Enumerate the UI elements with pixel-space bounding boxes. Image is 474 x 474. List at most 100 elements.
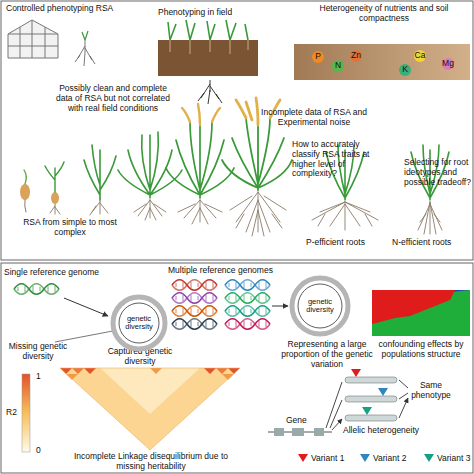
allelic-heterogeneity	[378, 388, 388, 396]
allelic-heterogeneity	[292, 428, 304, 436]
allelic-heterogeneity	[360, 454, 370, 462]
dna-multiple	[225, 306, 270, 317]
growth-series	[24, 170, 26, 184]
soil-strip	[350, 50, 362, 62]
growth-series	[222, 118, 292, 190]
node-text: genetic diversity	[299, 298, 341, 315]
ld-heatmap	[60, 368, 240, 450]
ld-heatmap	[100, 368, 200, 414]
ld-heatmap	[60, 368, 240, 450]
inner-ring	[119, 303, 159, 343]
text-label: How to accurately classify RSA traits at…	[292, 140, 376, 179]
text-label: Selecting for root ideotypes and possibl…	[404, 158, 472, 187]
node-text-wrap: genetic diversity	[289, 275, 351, 337]
text-label: Variant 1	[311, 454, 344, 464]
dna-multiple	[225, 280, 270, 291]
dna-multiple	[225, 319, 270, 330]
text-label: Ca	[414, 51, 426, 61]
ld-heatmap	[22, 368, 240, 452]
allelic-heterogeneity	[268, 369, 434, 462]
text-label: Controlled phenotyping RSA	[6, 4, 156, 14]
node-text: genetic diversity	[120, 315, 158, 332]
dna-single	[14, 284, 59, 295]
inner-ring	[298, 284, 342, 328]
text-label: P	[312, 52, 324, 62]
soil-strip	[294, 44, 470, 80]
population-structure	[372, 290, 470, 336]
greenhouse	[8, 20, 58, 58]
dna-multiple	[225, 293, 270, 304]
text-label: Single reference genome	[4, 268, 124, 278]
soil-strip	[312, 51, 324, 63]
growth-series	[45, 162, 64, 192]
population-structure	[372, 290, 455, 324]
field-soil	[158, 40, 258, 76]
root-ideotypes	[312, 202, 378, 230]
panel-frame	[1, 263, 473, 473]
allelic-heterogeneity	[274, 428, 284, 436]
text-label: Variant 3	[437, 454, 470, 464]
text-label: Heterogeneity of nutrients and soil comp…	[300, 4, 468, 24]
dna-single	[14, 284, 108, 316]
growth-series	[20, 98, 292, 236]
text-label: confounding effects by populations struc…	[370, 340, 472, 360]
dna-multiple	[272, 306, 288, 307]
text-label: Missing genetic diversity	[2, 342, 74, 362]
allelic-heterogeneity	[314, 428, 324, 436]
text-label: RSA from simple to most complex	[10, 218, 130, 238]
growth-series	[134, 200, 166, 220]
field-soil	[168, 20, 248, 40]
growth-series	[166, 122, 234, 198]
root-sample	[82, 31, 88, 40]
allelic-heterogeneity	[351, 369, 361, 377]
dna-multiple	[172, 306, 217, 317]
dna-multiple	[172, 280, 288, 330]
text-label: Same phenotype	[404, 381, 458, 401]
allelic-heterogeneity	[399, 380, 408, 418]
text-label: Multiple reference genomes	[168, 266, 308, 276]
growth-series	[182, 104, 220, 125]
root-sample	[75, 31, 95, 66]
allelic-heterogeneity	[345, 415, 397, 421]
greenhouse	[8, 20, 58, 58]
greenhouse	[8, 20, 58, 58]
soil-strip	[294, 44, 470, 80]
text-label: N-efficient roots	[392, 238, 472, 248]
population-structure	[372, 290, 470, 336]
outer-ring	[292, 278, 348, 334]
growth-series	[84, 145, 116, 200]
text-label: Incomplete data of RSA and Experimental …	[250, 108, 378, 128]
dna-multiple	[172, 293, 217, 304]
text-label: P-efficient roots	[306, 238, 386, 248]
soil-strip	[332, 60, 344, 72]
text-label: Zn	[350, 51, 362, 61]
ld-heatmap	[216, 368, 228, 374]
growth-series	[90, 200, 108, 215]
dna-multiple	[172, 280, 217, 291]
allelic-heterogeneity	[345, 377, 397, 383]
allelic-heterogeneity	[298, 454, 308, 462]
text-label: N	[332, 61, 344, 71]
text-label: K	[399, 65, 411, 75]
root-ideotypes	[418, 202, 442, 234]
text-label: Gene	[286, 416, 307, 426]
allelic-heterogeneity	[424, 454, 434, 462]
text-label: Representing a large proportion of the g…	[268, 340, 386, 369]
ld-heatmap	[150, 368, 162, 374]
growth-series	[50, 204, 60, 214]
text-label: Phenotyping in field	[158, 8, 268, 18]
allelic-heterogeneity	[326, 382, 342, 430]
text-label: Mg	[442, 59, 454, 69]
allelic-heterogeneity	[362, 407, 372, 415]
growth-series	[230, 192, 286, 236]
field-soil	[158, 20, 258, 104]
panel-frame	[1, 1, 473, 260]
text-label: Possibly clean and complete data of RSA …	[52, 84, 174, 113]
outer-ring	[113, 297, 165, 349]
diversity-circle: genetic diversity	[110, 294, 168, 352]
text-label: Variant 2	[373, 454, 406, 464]
soil-strip	[442, 58, 454, 70]
text-label: Allelic heterogeneity	[343, 426, 419, 436]
ld-heatmap	[204, 368, 216, 374]
